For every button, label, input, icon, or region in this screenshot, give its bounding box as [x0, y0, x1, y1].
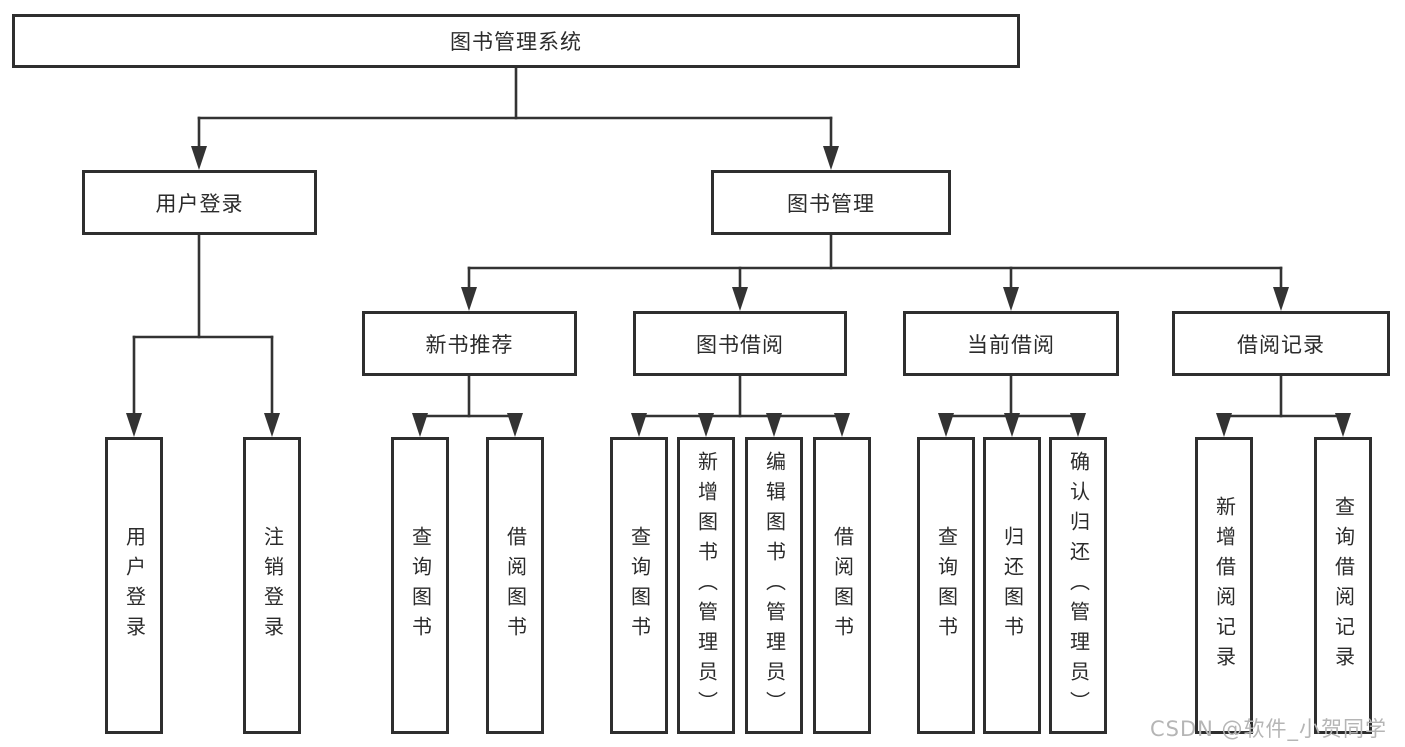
leaf-add-borrow-record-label: 新增借阅记录 — [1212, 495, 1237, 676]
leaf-borrow-books-recommend-label: 借阅图书 — [503, 525, 528, 646]
leaf-query-books-recommend-label: 查询图书 — [408, 525, 433, 646]
leaf-query-books-current: 查询图书 — [917, 437, 975, 734]
leaf-user-login-label: 用户登录 — [122, 525, 147, 646]
node-current-borrowing: 当前借阅 — [903, 311, 1119, 376]
node-new-book-recommend: 新书推荐 — [362, 311, 577, 376]
node-book-management-label: 图书管理 — [787, 191, 875, 216]
leaf-logout: 注销登录 — [243, 437, 301, 734]
leaf-borrow-books-borrowing-label: 借阅图书 — [830, 525, 855, 646]
watermark: CSDN @软件_小贺同学 — [1150, 717, 1388, 741]
leaf-logout-label: 注销登录 — [260, 525, 285, 646]
leaf-query-books-current-label: 查询图书 — [934, 525, 959, 646]
leaf-query-books-borrowing: 查询图书 — [610, 437, 668, 734]
leaf-add-borrow-record: 新增借阅记录 — [1195, 437, 1253, 734]
leaf-confirm-return-admin: 确认归还（管理员） — [1049, 437, 1107, 734]
leaf-return-books-label: 归还图书 — [1000, 525, 1025, 646]
leaf-confirm-return-admin-label: 确认归还（管理员） — [1066, 450, 1091, 721]
leaf-edit-book-admin-label: 编辑图书（管理员） — [762, 450, 787, 721]
node-new-book-recommend-label: 新书推荐 — [425, 332, 514, 357]
leaf-return-books: 归还图书 — [983, 437, 1041, 734]
node-book-management: 图书管理 — [711, 170, 951, 235]
leaf-borrow-books-borrowing: 借阅图书 — [813, 437, 871, 734]
node-root: 图书管理系统 — [12, 14, 1020, 68]
leaf-user-login: 用户登录 — [105, 437, 163, 734]
leaf-edit-book-admin: 编辑图书（管理员） — [745, 437, 803, 734]
leaf-query-borrow-record-label: 查询借阅记录 — [1331, 495, 1356, 676]
node-user-login-label: 用户登录 — [155, 191, 244, 216]
node-borrow-records-label: 借阅记录 — [1237, 332, 1325, 357]
node-book-borrowing-label: 图书借阅 — [696, 332, 784, 357]
node-book-borrowing: 图书借阅 — [633, 311, 847, 376]
node-root-label: 图书管理系统 — [450, 30, 582, 54]
node-current-borrowing-label: 当前借阅 — [967, 332, 1055, 357]
leaf-query-books-borrowing-label: 查询图书 — [627, 525, 652, 646]
node-borrow-records: 借阅记录 — [1172, 311, 1390, 376]
leaf-query-books-recommend: 查询图书 — [391, 437, 449, 734]
node-user-login: 用户登录 — [82, 170, 317, 235]
leaf-add-book-admin-label: 新增图书（管理员） — [694, 450, 719, 721]
leaf-borrow-books-recommend: 借阅图书 — [486, 437, 544, 734]
leaf-add-book-admin: 新增图书（管理员） — [677, 437, 735, 734]
leaf-query-borrow-record: 查询借阅记录 — [1314, 437, 1372, 734]
